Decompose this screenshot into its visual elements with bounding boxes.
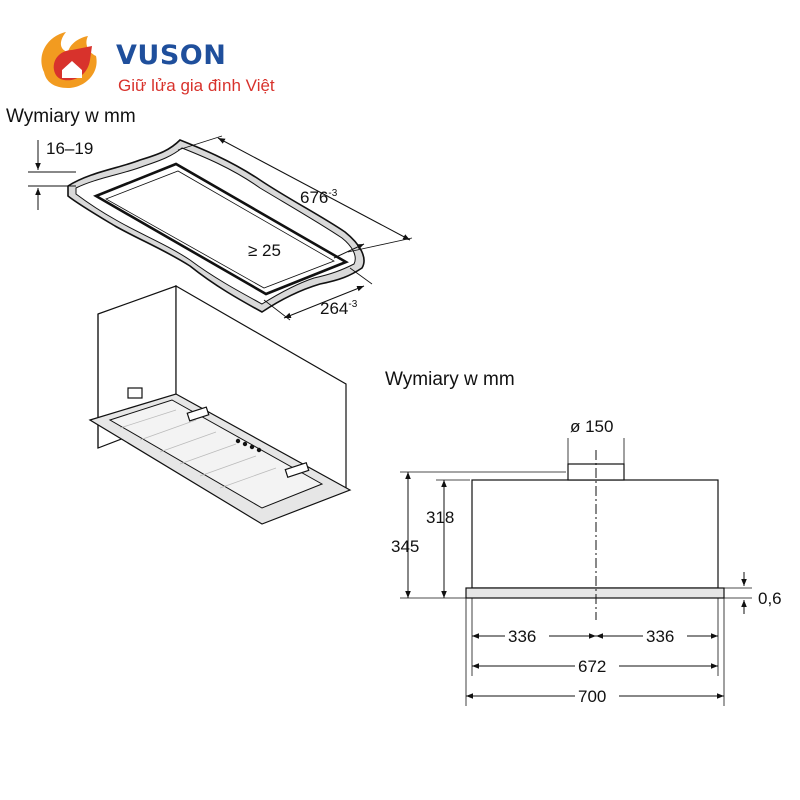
brand-logo: VUSON Giữ lửa gia đình Việt	[30, 22, 290, 102]
hood-body-outline	[471, 479, 719, 589]
width-dimension-line	[283, 285, 365, 319]
countertop-cutout-drawing: 16–19 676-3 ≥ 25 264-3	[28, 135, 413, 321]
hood-frame-outline	[465, 587, 725, 599]
hood-perspective-drawing	[88, 284, 352, 525]
frame-width-label: 700	[578, 687, 606, 706]
hood-light-left	[186, 406, 210, 422]
cutout-margin-line	[105, 170, 335, 289]
dimensions-heading-bottom: Wymiary w mm	[385, 369, 515, 390]
body-height-label: 318	[426, 508, 454, 527]
brand-slogan: Giữ lửa gia đình Việt	[118, 76, 275, 95]
length-dimension-line	[217, 137, 411, 241]
hood-front-view: ø 150 345 318 0,6 336 336 672	[391, 417, 782, 706]
width-label: 264-3	[320, 299, 358, 318]
hood-filter-panel	[108, 399, 324, 509]
total-height-label: 345	[391, 537, 419, 556]
brand-name: VUSON	[116, 40, 227, 71]
hood-light-right	[284, 462, 310, 478]
frame-thickness-label: 0,6	[758, 589, 782, 608]
margin-label: ≥ 25	[248, 241, 281, 260]
dimensions-heading-top: Wymiary w mm	[6, 106, 136, 127]
flame-house-icon	[41, 32, 97, 88]
body-width-label: 672	[578, 657, 606, 676]
margin-arrow	[333, 243, 365, 259]
half-width-left-label: 336	[508, 627, 536, 646]
half-width-right-label: 336	[646, 627, 674, 646]
thickness-label: 16–19	[46, 139, 93, 158]
length-label: 676-3	[300, 188, 338, 207]
duct-diameter-label: ø 150	[570, 417, 613, 436]
hood-control-buttons	[235, 438, 262, 453]
hood-bracket	[127, 387, 143, 399]
